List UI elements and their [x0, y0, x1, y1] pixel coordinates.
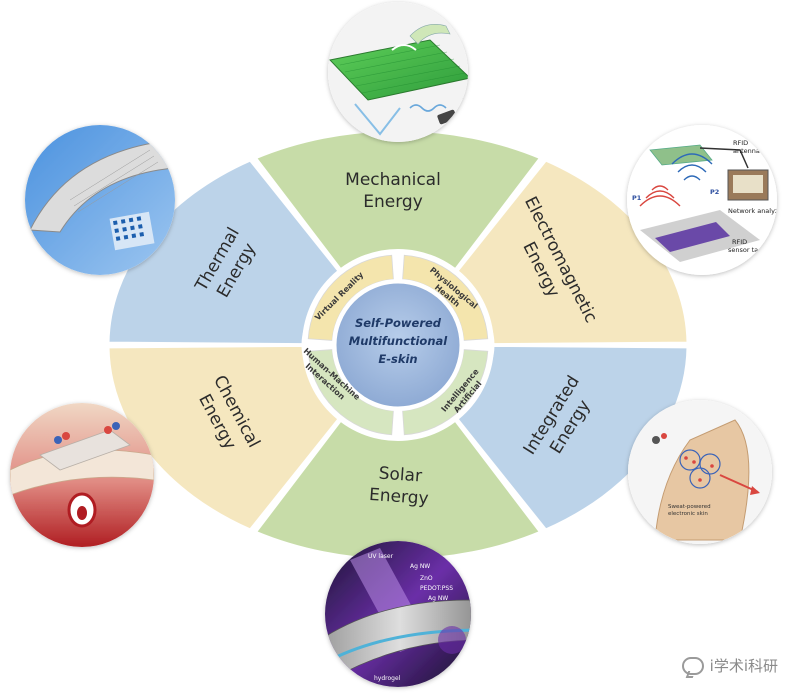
mechanical-line-2: Energy [363, 192, 423, 212]
em-p1-label: P1 [632, 194, 642, 202]
label-mechanical: Mechanical Energy [345, 170, 441, 212]
solar-agnw-label-1: Ag NW [410, 563, 430, 570]
thermal-sensor-grid [109, 211, 155, 251]
solar-illustration: UV laser Ag NW ZnO PEDOT:PSS Ag NW hydro… [325, 541, 471, 687]
watermark: i学术i科研 [681, 655, 778, 676]
em-network-analyzer-label: Network analyzer [728, 207, 785, 215]
solar-hydrogel-label: hydrogel [374, 675, 401, 682]
center-line-2: Multifunctional [349, 334, 448, 348]
center-line-3: E-skin [378, 352, 417, 366]
mechanical-line-1: Mechanical [345, 170, 441, 190]
solar-line-2: Energy [368, 485, 429, 509]
integrated-label-2: electronic skin [668, 511, 708, 517]
watermark-text: i学术i科研 [709, 657, 778, 675]
chemical-illustration [10, 403, 154, 547]
solar-agnw-label-2: Ag NW [428, 595, 448, 602]
solar-pedot-label: PEDOT:PSS [420, 585, 453, 592]
solar-uv-laser-label: UV laser [368, 553, 394, 560]
em-p2-label: P2 [710, 188, 719, 196]
integrated-label-1: Sweat-powered [668, 504, 711, 510]
thermal-illustration [25, 125, 175, 275]
integrated-illustration: Sweat-powered electronic skin [628, 400, 772, 544]
solar-line-1: Solar [378, 464, 423, 487]
chat-bubble-icon [681, 656, 704, 675]
em-antenna-label: antenna [733, 147, 760, 155]
em-sensor-tag-label: sensor tag [728, 246, 762, 254]
mechanical-laser-label: Laser [462, 98, 479, 105]
center-hub: Self-Powered Multifunctional E-skin [333, 280, 463, 410]
em-rfid2-label: RFID [732, 238, 747, 246]
solar-zno-label: ZnO [420, 575, 433, 582]
electromagnetic-illustration: RFID antenna P1 P2 Network analyzer RFID… [627, 125, 785, 275]
label-solar: Solar Energy [368, 464, 429, 509]
center-line-1: Self-Powered [355, 316, 442, 330]
em-rfid-label: RFID [733, 139, 748, 147]
mechanical-illustration: Laser [328, 2, 479, 142]
